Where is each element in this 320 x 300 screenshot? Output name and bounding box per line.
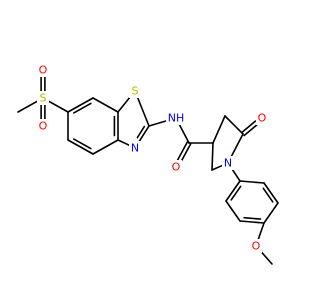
bond-ph-c6-ph-c1 xyxy=(239,180,265,184)
bond-pyr-c4-pyr-c5 xyxy=(224,115,244,135)
bond-methyl-c-sulfonyl-s xyxy=(17,100,38,113)
sulfonyl-o2-label: O xyxy=(39,120,48,133)
bond-pyr-c5-pyr-o-b xyxy=(241,120,257,134)
bond-pyr-n-ph-c1 xyxy=(231,168,241,182)
bond-ph-c4-ph-c5 xyxy=(263,202,279,224)
bond-sulfonyl-s-bz-c1 xyxy=(48,100,69,113)
molecule-structure: S O O S N NH O O N O xyxy=(17,63,279,265)
bond-ether-o-ether-ch3 xyxy=(259,250,273,265)
bond-thiazole-c2-amide-n xyxy=(148,119,171,127)
bond-thiazole-n-bz-c4 xyxy=(117,139,130,146)
bond-amide-c-amide-o-a xyxy=(176,141,189,161)
bond-ph-c5-ph-c6 xyxy=(263,182,279,204)
thiazole-s-label: S xyxy=(132,85,139,98)
bond-bz-c4-bz-c5 xyxy=(92,139,119,155)
pyr-o-label: O xyxy=(258,112,267,125)
bond-thiazole-c2-thiazole-n-inner xyxy=(136,125,146,139)
bond-ph-c4-ether-o xyxy=(257,222,265,241)
bond-bz-c5-bz-c6-inner xyxy=(73,138,92,150)
pyr-n-label-bg xyxy=(222,156,234,170)
bond-amide-n-amide-c xyxy=(178,123,190,144)
bond-bz-c5-bz-c6 xyxy=(67,139,94,155)
amide-n-label-bg xyxy=(166,111,186,125)
bonds-layer xyxy=(17,76,279,265)
sulfonyl-o1-label-bg xyxy=(37,63,49,77)
bond-ph-c3-ph-c4 xyxy=(239,220,265,224)
ether-o-label: O xyxy=(252,240,261,253)
bond-ph-c3-ph-c4-inner xyxy=(243,216,262,220)
bond-thiazole-c2-thiazole-n xyxy=(138,125,150,143)
bond-bz-c3-thiazole-s xyxy=(117,95,132,113)
bond-ph-c1-ph-c2 xyxy=(225,180,241,202)
bond-ph-c2-ph-c3 xyxy=(225,200,241,222)
thiazole-n-label: N xyxy=(131,142,139,155)
bond-pyr-c3-pyr-c4 xyxy=(212,115,226,144)
bond-ph-c5-ph-c6-inner xyxy=(262,187,274,203)
bond-pyr-c5-pyr-o-a xyxy=(243,123,259,137)
bond-bz-c2-bz-c3 xyxy=(92,97,119,113)
thiazole-s-label-bg xyxy=(129,84,141,98)
ether-o-label-bg xyxy=(250,239,262,253)
amide-o-label-bg xyxy=(170,160,182,174)
amide-o-label: O xyxy=(172,161,181,174)
bond-pyr-n-pyr-c2 xyxy=(211,165,223,171)
bond-bz-c1-bz-c2 xyxy=(67,97,94,113)
atom-labels-layer: S O O S N NH O O N O xyxy=(37,63,268,253)
bond-pyr-c5-pyr-n xyxy=(230,133,244,158)
pyr-o-label-bg xyxy=(256,111,268,125)
bond-pyr-c2-pyr-c3 xyxy=(211,142,214,171)
sulfonyl-s-label-bg xyxy=(37,91,49,105)
bond-bz-c1-bz-c2-inner xyxy=(73,102,92,114)
sulfonyl-o2-label-bg xyxy=(37,119,49,133)
bond-amide-c-amide-o-b xyxy=(180,143,192,163)
bond-ph-c1-ph-c2-inner xyxy=(230,185,242,201)
pyr-n-label: N xyxy=(224,157,232,170)
amide-n-label: NH xyxy=(168,112,185,125)
sulfonyl-s-label: S xyxy=(40,92,47,105)
thiazole-n-label-bg xyxy=(129,141,141,155)
sulfonyl-o1-label: O xyxy=(39,64,48,77)
bond-thiazole-s-thiazole-c2 xyxy=(136,96,150,127)
